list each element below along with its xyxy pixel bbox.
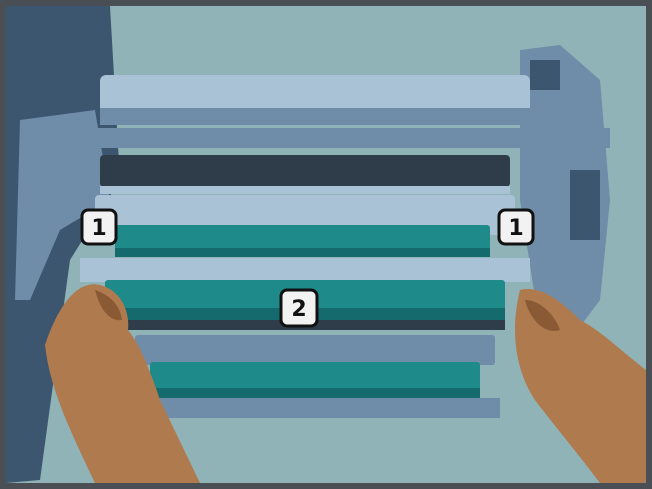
- callout-2-center: 2: [281, 290, 317, 326]
- lower-drum-shade: [150, 388, 480, 398]
- callout-label: 1: [91, 216, 106, 241]
- lower-drum-frame: [135, 335, 495, 365]
- dark-roller-highlight: [100, 186, 510, 194]
- right-bracket-lower: [570, 170, 600, 240]
- top-roller-shade: [100, 108, 530, 125]
- middle-drum-frame: [80, 258, 530, 282]
- lower-tray: [140, 398, 500, 418]
- callout-1-left: 1: [82, 210, 116, 244]
- upper-rail: [30, 128, 610, 148]
- callout-1-right: 1: [499, 210, 533, 244]
- right-bracket: [530, 60, 560, 90]
- upper-drum-shade: [115, 248, 490, 257]
- callout-label: 2: [291, 297, 306, 322]
- callout-label: 1: [508, 216, 523, 241]
- dark-roller: [100, 155, 510, 187]
